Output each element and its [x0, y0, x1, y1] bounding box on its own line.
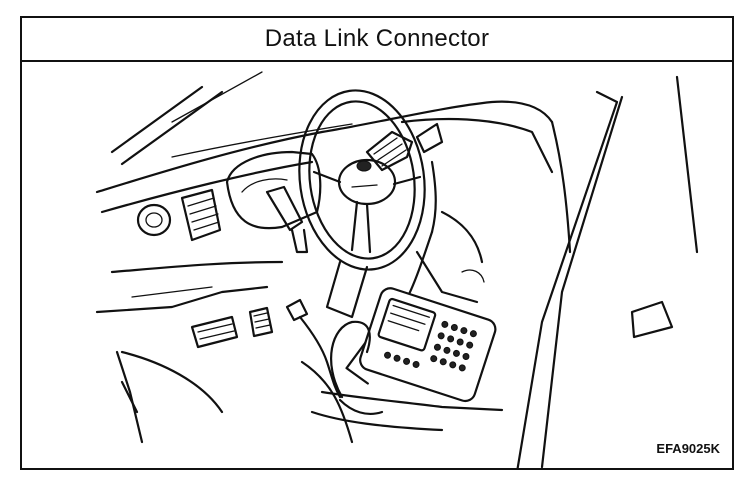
windshield-edge — [110, 85, 204, 154]
air-vent-right — [365, 130, 414, 172]
figure-code: EFA9025K — [656, 441, 720, 456]
page-title: Data Link Connector — [264, 25, 490, 52]
horn-emblem — [356, 160, 372, 172]
door-frame — [550, 120, 572, 254]
accelerator-pedal — [248, 306, 274, 338]
vehicle-interior-scan-tool-icon — [95, 71, 699, 474]
title-bar: Data Link Connector — [22, 18, 732, 62]
air-vent-left — [180, 188, 222, 242]
brake-pedal — [190, 315, 239, 349]
scan-tool — [345, 287, 497, 403]
vehicle-interior-illustration — [22, 62, 732, 474]
dlc-port — [285, 298, 309, 322]
steering-wheel — [298, 89, 426, 271]
dashboard-top — [95, 100, 554, 194]
instrument-cluster — [225, 150, 322, 230]
air-vent-left-round — [136, 203, 172, 237]
figure-frame: Data Link Connector — [20, 16, 734, 474]
